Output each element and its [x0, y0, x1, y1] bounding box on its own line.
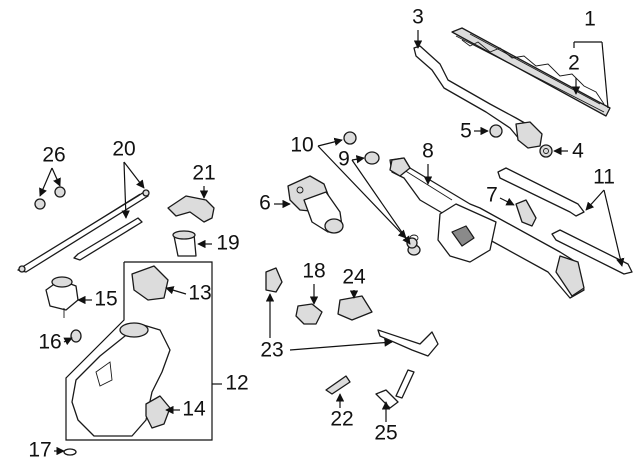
callout-19: 19 [216, 232, 239, 255]
callout-21: 21 [192, 162, 215, 185]
support-strut [17, 189, 150, 273]
callout-23: 23 [260, 339, 283, 362]
callout-14: 14 [182, 398, 206, 421]
washer-jet [325, 375, 351, 395]
callout-6: 6 [259, 192, 271, 215]
callout-11: 11 [593, 166, 615, 189]
reservoir-group-box [65, 261, 213, 441]
seal-ring [63, 448, 77, 456]
washer-pad [337, 295, 373, 321]
wiper-linkage [389, 157, 585, 299]
filler-cap [172, 230, 197, 257]
callout-25: 25 [374, 422, 397, 445]
reservoir-bracket [131, 265, 169, 301]
callout-13: 13 [188, 282, 211, 305]
washer-nozzle-assembly [265, 267, 439, 357]
callout-16: 16 [38, 331, 61, 354]
wiper-motor [287, 175, 344, 234]
bushing [364, 151, 421, 256]
nut [539, 144, 553, 158]
callout-3: 3 [412, 6, 424, 29]
hose [145, 395, 171, 429]
callout-18: 18 [302, 260, 325, 283]
grommet [343, 131, 418, 249]
washer-pump [45, 276, 79, 318]
wiper-blade [451, 27, 611, 117]
nozzle-heater [375, 369, 415, 409]
callout-10: 10 [290, 134, 313, 157]
callout-9: 9 [338, 148, 350, 171]
callout-15: 15 [94, 288, 117, 311]
nut-cap [489, 124, 503, 138]
callout-17: 17 [28, 439, 51, 462]
callout-12: 12 [225, 372, 248, 395]
callout-1: 1 [584, 8, 596, 31]
ball-stud [34, 186, 66, 210]
callout-20: 20 [112, 138, 135, 161]
leader-lines [39, 30, 625, 456]
nozzle-bracket [295, 303, 323, 325]
callout-7: 7 [486, 184, 498, 207]
callout-5: 5 [460, 120, 472, 143]
callout-8: 8 [422, 140, 434, 163]
callout-26: 26 [42, 144, 65, 167]
wiper-arm [413, 45, 543, 149]
pump-grommet [70, 329, 82, 343]
callout-labels: 1 2 3 4 5 6 7 8 9 10 11 12 13 14 15 16 1… [28, 6, 615, 462]
callout-22: 22 [330, 408, 353, 431]
callout-4: 4 [572, 140, 584, 163]
hose-elbow [167, 195, 215, 223]
callout-24: 24 [342, 266, 366, 289]
drive-rod [497, 167, 633, 275]
callout-2: 2 [568, 52, 580, 75]
pivot-bracket [515, 199, 537, 227]
